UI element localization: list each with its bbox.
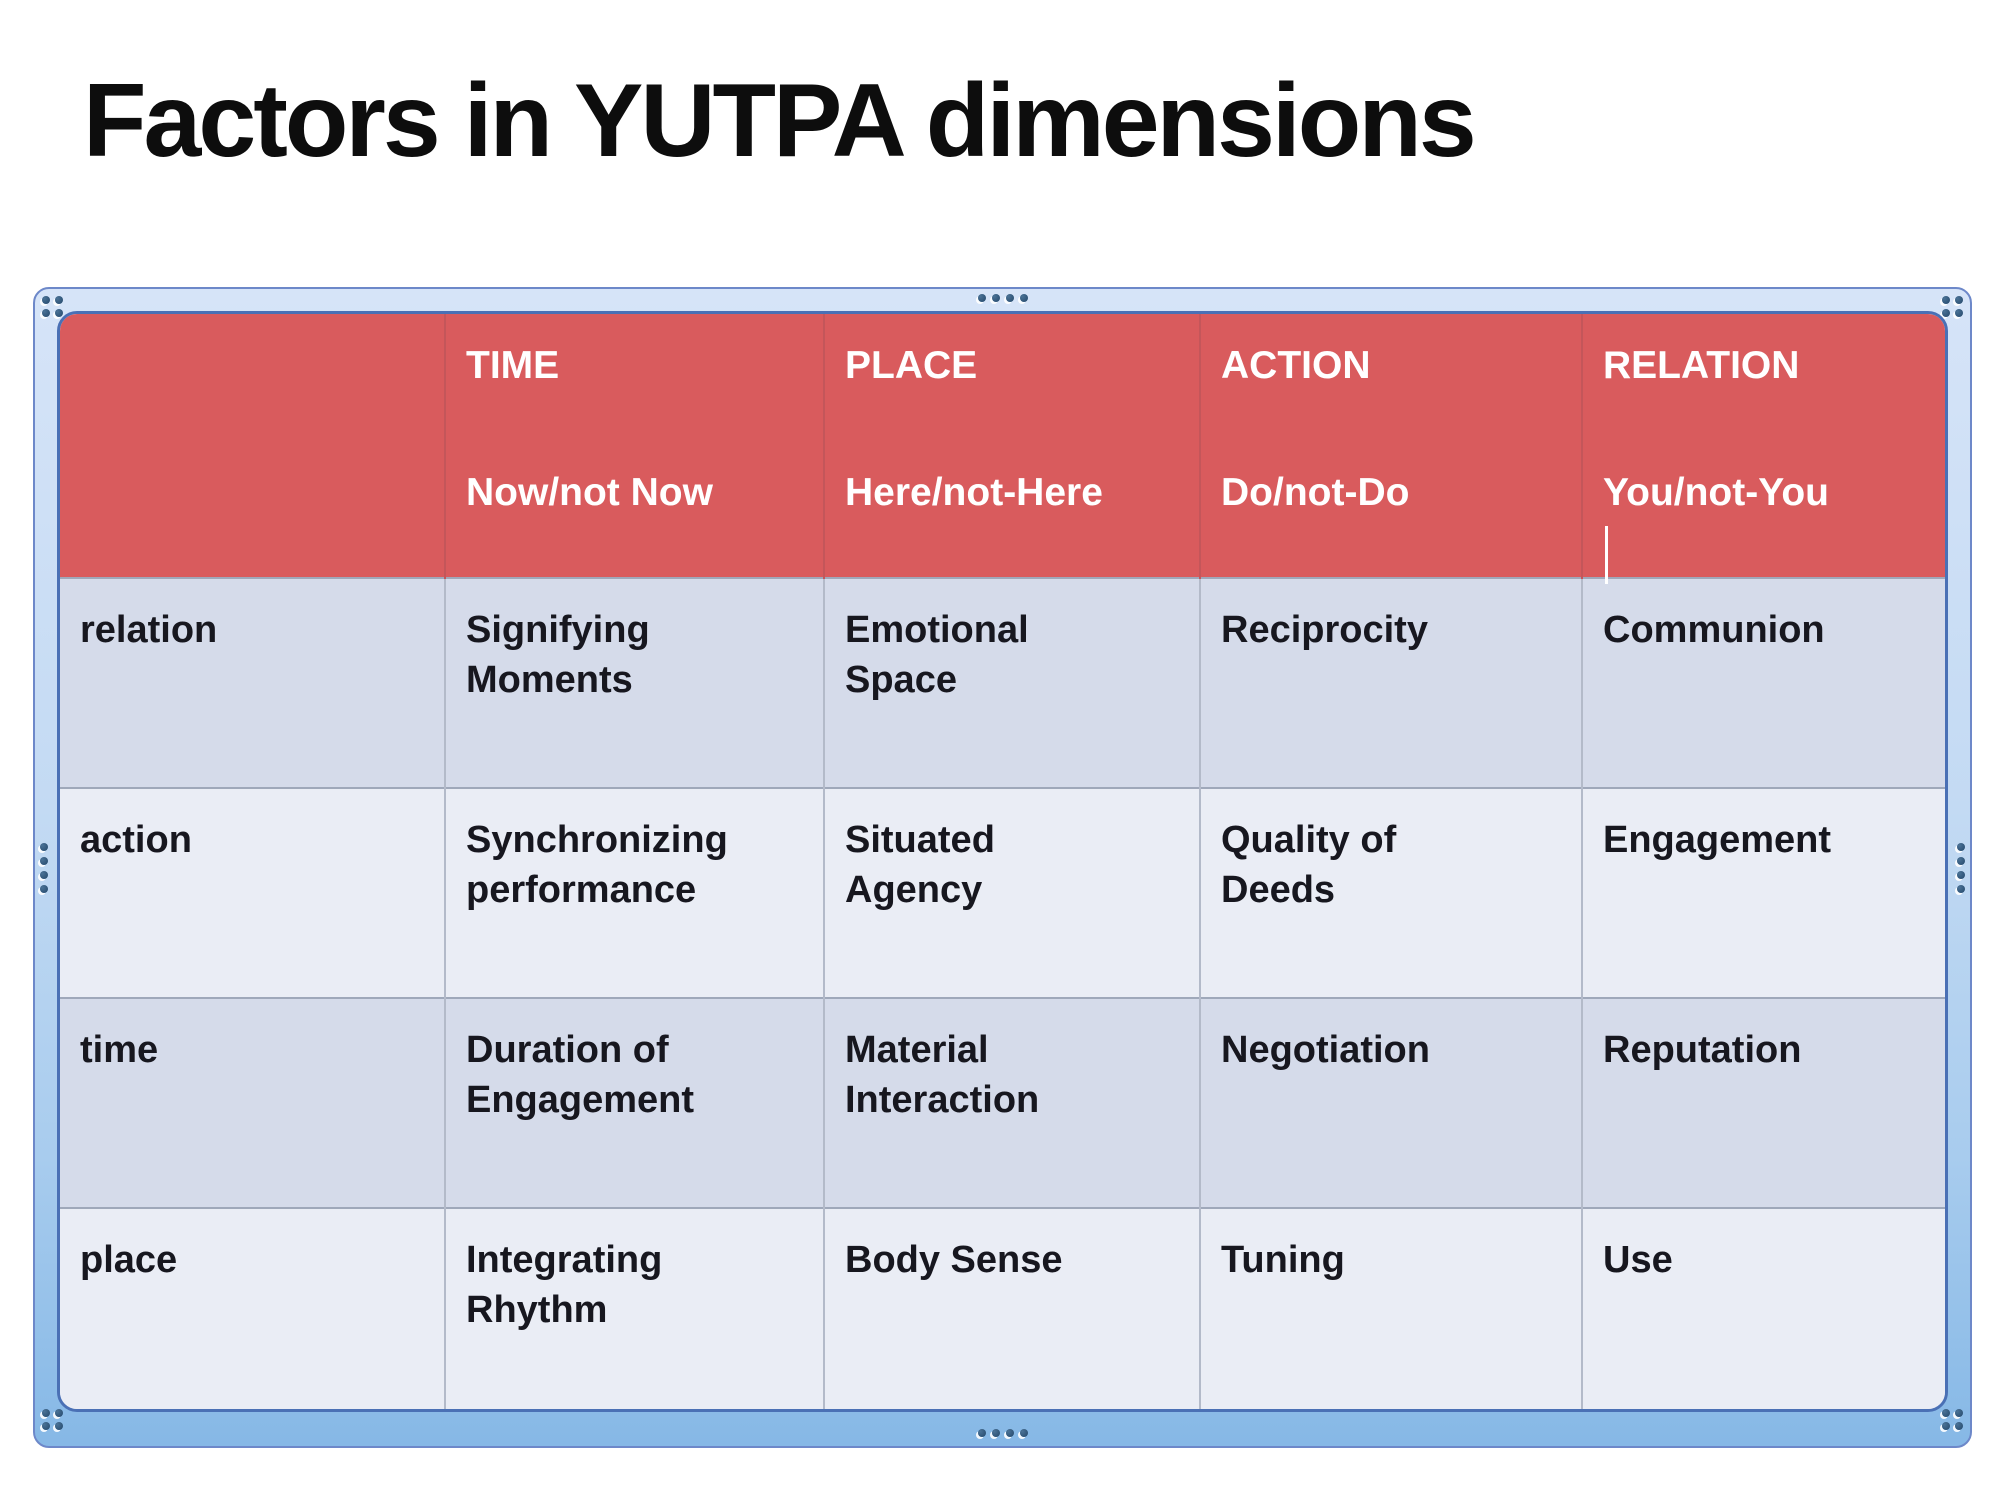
table-cell[interactable]: Communion (1581, 577, 1945, 788)
handle-dot-icon (1942, 309, 1950, 317)
resize-handle-right[interactable] (1957, 842, 1965, 893)
handle-dot-icon (1942, 296, 1950, 304)
column-header-label: PLACE (845, 344, 978, 387)
table-selection-frame[interactable]: TIME Now/not Now PLACE Here/not-Here ACT… (33, 287, 1972, 1448)
table-header-row: TIME Now/not Now PLACE Here/not-Here ACT… (60, 314, 1945, 584)
handle-dot-icon (55, 296, 63, 304)
handle-dot-icon (40, 842, 48, 851)
handle-dot-icon (1005, 294, 1014, 302)
row-label-action[interactable]: action (60, 787, 445, 998)
table-cell[interactable]: Quality of Deeds (1199, 787, 1582, 998)
handle-dot-icon (1019, 1429, 1028, 1437)
header-cell-time[interactable]: TIME Now/not Now (444, 314, 824, 578)
header-cell-relation[interactable]: RELATION You/not-You (1581, 314, 1945, 584)
table-cell[interactable]: Negotiation (1199, 997, 1582, 1208)
table-cell[interactable]: Synchronizing performance (444, 787, 824, 998)
handle-dot-icon (1955, 1422, 1963, 1430)
handle-dot-icon (977, 1429, 986, 1437)
row-label-time[interactable]: time (60, 997, 445, 1208)
resize-handle-top-right[interactable] (1942, 296, 1963, 317)
table-cell[interactable]: Tuning (1199, 1207, 1582, 1409)
header-cell-action[interactable]: ACTION Do/not-Do (1199, 314, 1582, 578)
page-title: Factors in YUTPA dimensions (83, 63, 1477, 179)
handle-dot-icon (42, 1409, 50, 1417)
table-cell[interactable]: Body Sense (823, 1207, 1200, 1409)
table-row: action Synchronizing performance Situate… (60, 787, 1945, 998)
table-cell[interactable]: Emotional Space (823, 577, 1200, 788)
handle-dot-icon (1957, 842, 1965, 851)
handle-dot-icon (1955, 296, 1963, 304)
handle-dot-icon (40, 856, 48, 865)
resize-handle-bottom-right[interactable] (1942, 1409, 1963, 1430)
resize-handle-left[interactable] (40, 842, 48, 893)
yutpa-table: TIME Now/not Now PLACE Here/not-Here ACT… (57, 311, 1948, 1412)
handle-dot-icon (1942, 1422, 1950, 1430)
handle-dot-icon (55, 1422, 63, 1430)
handle-dot-icon (1942, 1409, 1950, 1417)
column-header-label: TIME (466, 344, 560, 387)
table-cell[interactable]: Use (1581, 1207, 1945, 1409)
header-cell-empty[interactable] (60, 314, 445, 578)
table-cell[interactable]: Engagement (1581, 787, 1945, 998)
handle-dot-icon (1957, 884, 1965, 893)
table-cell[interactable]: Duration of Engagement (444, 997, 824, 1208)
handle-dot-icon (977, 294, 986, 302)
handle-dot-icon (1957, 870, 1965, 879)
row-label-place[interactable]: place (60, 1207, 445, 1409)
table-row: time Duration of Engagement Material Int… (60, 997, 1945, 1208)
handle-dot-icon (40, 870, 48, 879)
handle-dot-icon (55, 309, 63, 317)
table-row: place Integrating Rhythm Body Sense Tuni… (60, 1207, 1945, 1409)
table-cell[interactable]: Reciprocity (1199, 577, 1582, 788)
handle-dot-icon (1005, 1429, 1014, 1437)
column-header-sublabel: Here/not-Here (845, 470, 1103, 514)
column-header-sublabel: Do/not-Do (1221, 470, 1410, 514)
table-cell[interactable]: Situated Agency (823, 787, 1200, 998)
handle-dot-icon (42, 296, 50, 304)
table-cell[interactable]: Material Interaction (823, 997, 1200, 1208)
table-row: relation Signifying Moments Emotional Sp… (60, 577, 1945, 788)
handle-dot-icon (1955, 1409, 1963, 1417)
column-header-sublabel: Now/not Now (466, 470, 713, 514)
column-header-label: ACTION (1221, 344, 1371, 387)
resize-handle-top-left[interactable] (42, 296, 63, 317)
handle-dot-icon (1955, 309, 1963, 317)
resize-handle-bottom[interactable] (977, 1429, 1028, 1437)
handle-dot-icon (1957, 856, 1965, 865)
handle-dot-icon (1019, 294, 1028, 302)
resize-handle-top[interactable] (977, 294, 1028, 302)
column-header-sublabel: You/not-You (1603, 470, 1829, 514)
handle-dot-icon (991, 1429, 1000, 1437)
text-caret (1605, 526, 1608, 584)
resize-handle-bottom-left[interactable] (42, 1409, 63, 1430)
table-cell[interactable]: Signifying Moments (444, 577, 824, 788)
handle-dot-icon (991, 294, 1000, 302)
table-cell[interactable]: Integrating Rhythm (444, 1207, 824, 1409)
column-header-label: RELATION (1603, 344, 1800, 387)
handle-dot-icon (42, 1422, 50, 1430)
handle-dot-icon (55, 1409, 63, 1417)
header-cell-place[interactable]: PLACE Here/not-Here (823, 314, 1200, 578)
handle-dot-icon (42, 309, 50, 317)
handle-dot-icon (40, 884, 48, 893)
row-label-relation[interactable]: relation (60, 577, 445, 788)
table-cell[interactable]: Reputation (1581, 997, 1945, 1208)
